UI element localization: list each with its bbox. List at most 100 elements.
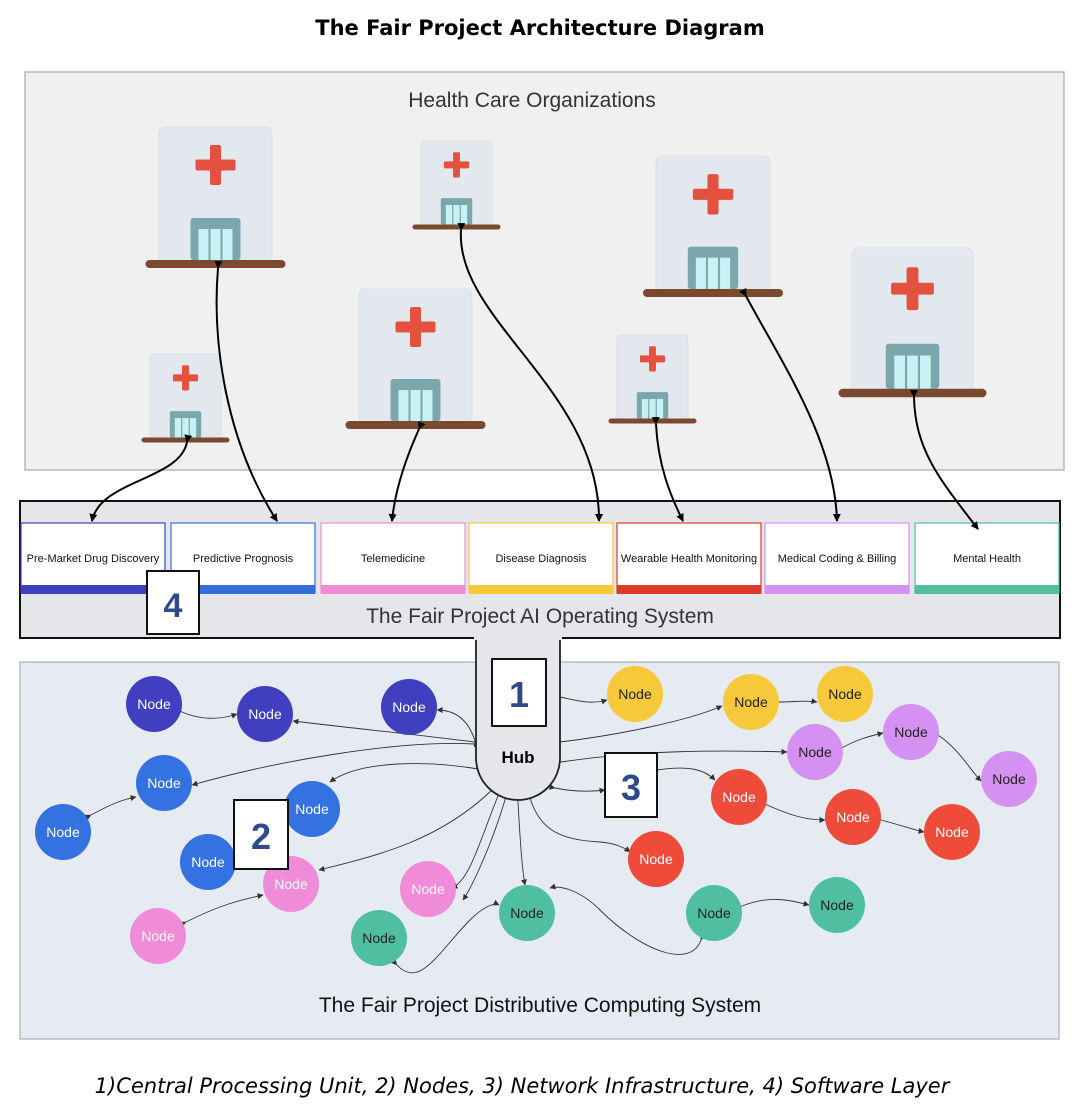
node-label: Node — [639, 851, 673, 867]
connector-arrow-2 — [214, 260, 278, 522]
network-link-11 — [549, 783, 606, 794]
module-label: Mental Health — [953, 553, 1021, 565]
node-circle — [817, 666, 873, 722]
module-5: Wearable Health Monitoring — [616, 522, 762, 594]
module-7: Mental Health — [914, 522, 1060, 594]
network-link-7 — [514, 795, 527, 886]
node-6: Node — [284, 781, 340, 837]
callout-4: 4 — [146, 570, 200, 635]
medical-cross-icon — [692, 174, 734, 215]
network-link-9 — [554, 705, 723, 746]
node-label: Node — [248, 706, 282, 722]
module-color-bar — [21, 585, 165, 594]
hospital-shelf — [145, 260, 286, 268]
node-7: Node — [180, 834, 236, 890]
node-label: Node — [137, 696, 171, 712]
callout-2-label: 2 — [251, 816, 271, 857]
network-link-21 — [874, 815, 925, 834]
node-label: Node — [935, 824, 969, 840]
node-circle — [130, 908, 186, 964]
node-label: Node — [362, 930, 396, 946]
connector-arrow-1 — [89, 434, 193, 522]
node-circle — [284, 781, 340, 837]
hospital-shelf — [643, 288, 783, 298]
module-label: Pre-Market Drug Discovery — [27, 553, 160, 565]
module-color-bar — [617, 585, 761, 594]
node-circle — [237, 686, 293, 742]
node-circle — [35, 804, 91, 860]
network-link-15 — [84, 795, 137, 821]
module-card — [320, 522, 466, 594]
node-circle — [607, 666, 663, 722]
node-9: Node — [130, 908, 186, 964]
callout-3: 3 — [604, 752, 658, 818]
node-label: Node — [836, 809, 870, 825]
module-color-bar — [915, 585, 1059, 594]
module-3: Telemedicine — [320, 522, 466, 594]
network-link-14 — [175, 707, 238, 719]
node-label: Node — [820, 897, 854, 913]
node-label: Node — [992, 771, 1026, 787]
node-label: Node — [722, 789, 756, 805]
hospital-shelf — [345, 421, 486, 429]
node-13: Node — [817, 666, 873, 722]
ai-os-label: The Fair Project AI Operating System — [366, 605, 714, 628]
hospital-shelf — [412, 224, 501, 230]
node-16: Node — [981, 751, 1037, 807]
network-link-12 — [554, 692, 608, 705]
node-circle — [180, 834, 236, 890]
module-1: Pre-Market Drug Discovery — [20, 522, 166, 594]
node-label: Node — [894, 724, 928, 740]
node-label: Node — [274, 876, 308, 892]
node-label: Node — [141, 928, 175, 944]
network-link-8 — [525, 791, 631, 853]
node-label: Node — [618, 686, 652, 702]
building-icon — [885, 343, 940, 389]
medical-cross-icon — [443, 152, 470, 178]
network-link-22 — [735, 898, 810, 911]
module-label: Telemedicine — [361, 553, 425, 565]
network-link-10 — [555, 748, 788, 766]
node-20: Node — [628, 831, 684, 887]
node-circle — [787, 724, 843, 780]
module-group: Pre-Market Drug Discovery Predictive Prog… — [20, 522, 1060, 594]
module-label: Disease Diagnosis — [495, 553, 587, 565]
network-link-16 — [179, 893, 264, 928]
node-circle — [628, 831, 684, 887]
hospital-module-connectors — [89, 222, 979, 530]
network-link-19 — [931, 729, 982, 782]
node-24: Node — [809, 877, 865, 933]
node-circle — [924, 804, 980, 860]
module-card — [914, 522, 1060, 594]
node-label: Node — [191, 854, 225, 870]
callout-2: 2 — [233, 799, 289, 870]
node-circle — [381, 679, 437, 735]
network-link-25 — [651, 767, 716, 781]
diagram-caption: 1)Central Processing Unit, 2) Nodes, 3) … — [95, 1074, 951, 1098]
module-card — [20, 522, 166, 594]
node-23: Node — [686, 885, 742, 941]
building-icon — [440, 198, 473, 225]
node-11: Node — [607, 666, 663, 722]
medical-cross-icon — [395, 307, 436, 347]
node-circle — [825, 789, 881, 845]
node-18: Node — [825, 789, 881, 845]
hospital-group — [141, 126, 987, 443]
hospital-2 — [141, 353, 230, 443]
connector-arrow-6 — [739, 287, 841, 522]
network-link-3 — [329, 763, 490, 783]
hospital-6 — [643, 155, 783, 298]
medical-cross-icon — [195, 145, 236, 185]
distributive-computing-label: The Fair Project Distributive Computing … — [319, 994, 761, 1017]
node-label: Node — [697, 905, 731, 921]
node-1: Node — [126, 676, 182, 732]
node-circle — [126, 676, 182, 732]
node-label: Node — [734, 694, 768, 710]
node-2: Node — [237, 686, 293, 742]
node-circle — [981, 751, 1037, 807]
node-label: Node — [295, 801, 329, 817]
callout-4-label: 4 — [164, 587, 183, 625]
module-label: Predictive Prognosis — [193, 553, 294, 565]
